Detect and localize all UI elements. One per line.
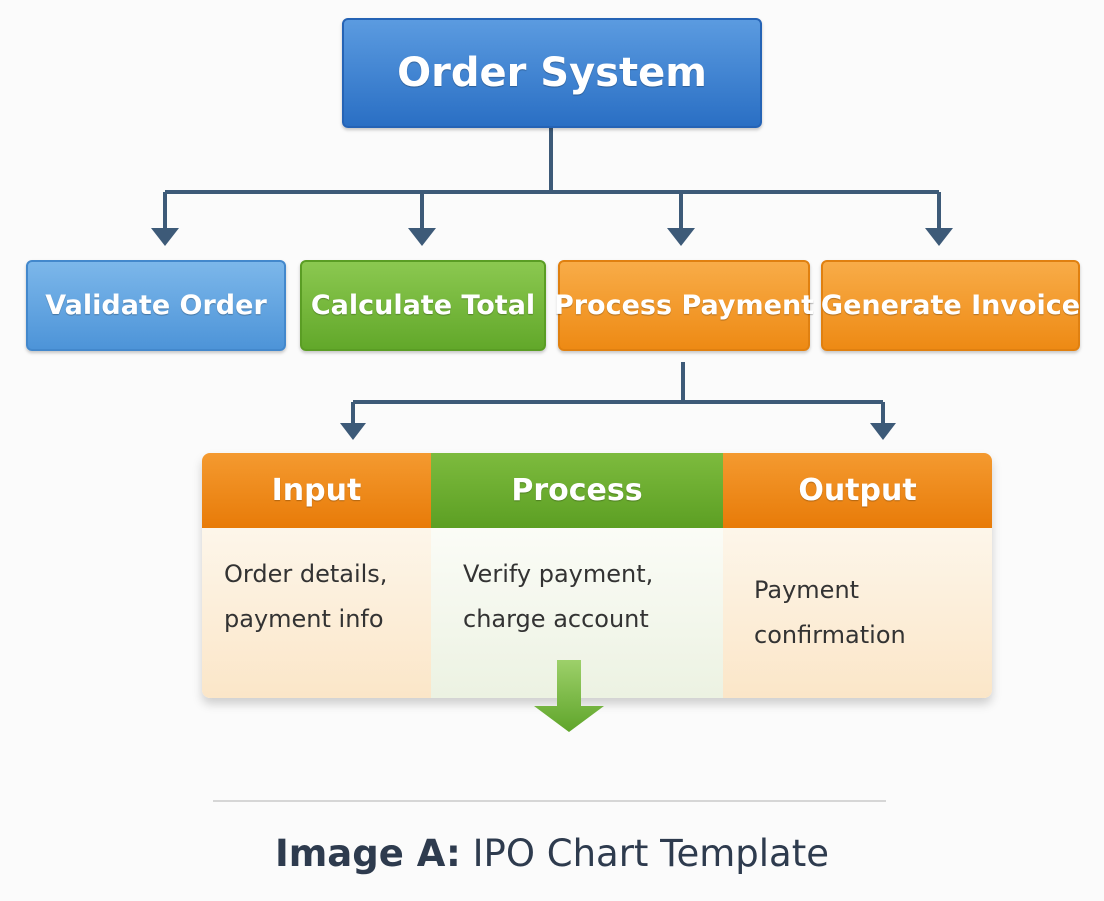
order-system-box: Order System <box>342 18 762 128</box>
arrowhead-input <box>340 423 366 440</box>
input-line-2: payment info <box>224 605 384 633</box>
caption-divider <box>213 800 886 802</box>
process-line-2: charge account <box>463 605 649 633</box>
process-payment-box: Process Payment <box>554 260 814 351</box>
arrowhead-invoice <box>925 228 953 246</box>
output-body: Payment confirmation <box>723 528 992 698</box>
figure-caption: Image A: IPO Chart Template <box>0 832 1104 875</box>
calculate-total-box: Calculate Total <box>300 260 546 351</box>
output-heading: Output <box>723 453 992 528</box>
arrowhead-output <box>870 423 896 440</box>
validate-order-box: Validate Order <box>26 260 286 351</box>
output-line-2: confirmation <box>754 621 906 649</box>
ipo-chart: Input Order details, payment info Proces… <box>202 453 992 698</box>
arrowhead-validate <box>151 228 179 246</box>
caption-label: Image A: <box>274 832 461 875</box>
generate-invoice-box: Generate Invoice <box>821 260 1080 351</box>
input-column: Input Order details, payment info <box>202 453 431 698</box>
caption-title: IPO Chart Template <box>460 832 829 875</box>
input-body: Order details, payment info <box>202 528 431 698</box>
input-line-1: Order details, <box>224 560 388 588</box>
arrowhead-calculate <box>408 228 436 246</box>
process-line-1: Verify payment, <box>463 560 654 588</box>
output-column: Output Payment confirmation <box>723 453 992 698</box>
process-column: Process Verify payment, charge account <box>431 453 723 698</box>
output-line-1: Payment <box>754 576 860 604</box>
arrowhead-process <box>667 228 695 246</box>
input-heading: Input <box>202 453 431 528</box>
process-heading: Process <box>431 453 723 528</box>
down-arrow-icon <box>534 660 604 732</box>
